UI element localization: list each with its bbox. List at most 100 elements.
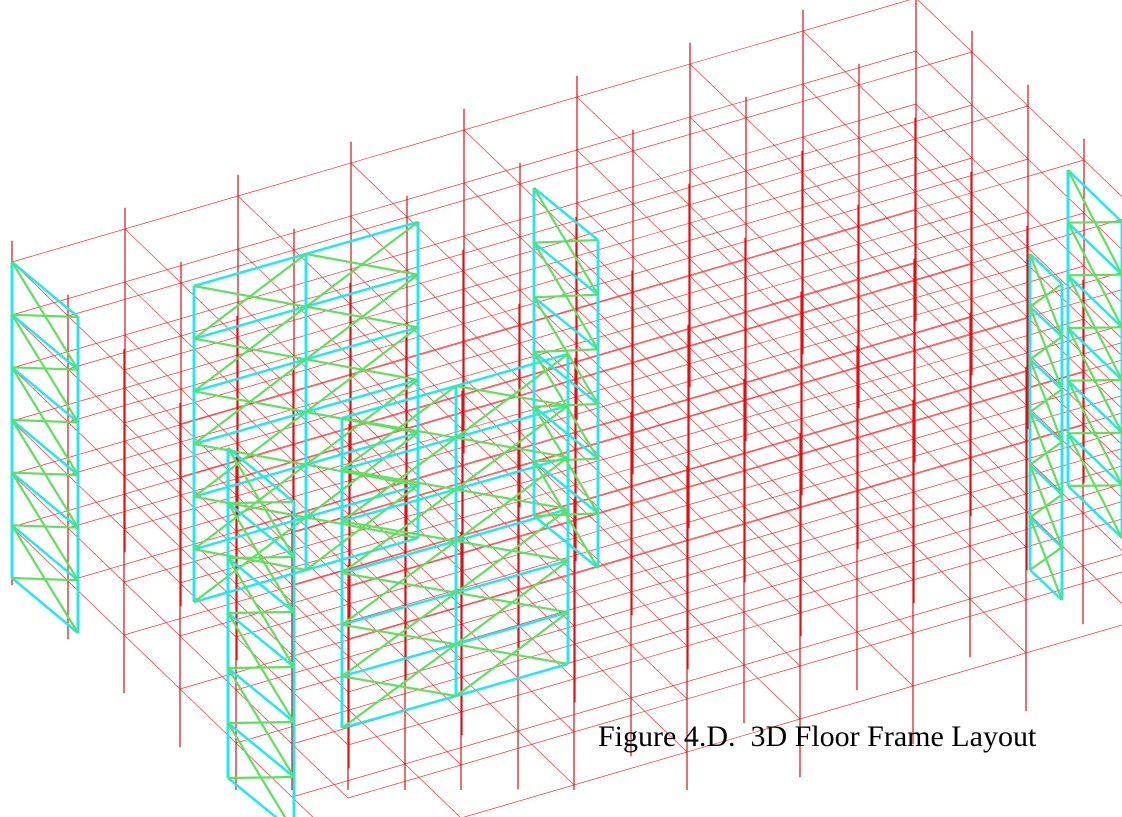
brace-diagonal xyxy=(1067,220,1122,224)
brace-diagonal xyxy=(1029,493,1063,519)
frame-beam xyxy=(305,536,419,572)
brace-diagonal xyxy=(341,385,457,471)
frame-beam xyxy=(305,220,419,256)
brace-diagonal xyxy=(1029,441,1063,466)
frame-beam xyxy=(305,484,419,519)
brace-diagonal xyxy=(305,431,419,519)
frame-beam xyxy=(533,296,599,351)
brace-diagonal xyxy=(533,293,599,299)
brace-diagonal xyxy=(1067,326,1122,330)
brace-diagonal xyxy=(341,488,457,574)
brace-diagonal xyxy=(305,484,419,571)
brace-diagonal xyxy=(1067,484,1122,488)
brace-diagonal xyxy=(11,471,79,477)
frame-beam xyxy=(1067,327,1122,381)
frame-beam xyxy=(455,456,569,491)
frame-beam xyxy=(455,611,569,646)
frame-beam xyxy=(455,559,569,594)
frame-beam xyxy=(227,557,295,613)
frame-beam xyxy=(1029,569,1063,601)
frame-beam xyxy=(533,515,599,569)
brace-diagonal xyxy=(227,720,295,725)
brace-diagonal xyxy=(1067,273,1122,277)
frame-beam xyxy=(1067,169,1122,223)
frame-beam xyxy=(193,305,307,340)
frame-beam xyxy=(1029,411,1063,443)
frame-beam xyxy=(455,404,569,439)
floor-grid-line xyxy=(802,242,1122,552)
brace-diagonal xyxy=(455,456,569,542)
brace-diagonal xyxy=(1067,378,1122,382)
brace-diagonal xyxy=(305,326,419,413)
brace-diagonal xyxy=(193,411,307,498)
brace-diagonal xyxy=(455,559,569,646)
brace-diagonal xyxy=(227,665,295,670)
floor-grid-line xyxy=(347,465,1122,693)
frame-beam xyxy=(11,577,79,634)
brace-diagonal xyxy=(341,436,457,523)
floor-grid-line xyxy=(802,295,1122,605)
frame-beam xyxy=(533,187,599,241)
frame-beam xyxy=(305,273,419,308)
brace-diagonal xyxy=(193,516,307,603)
brace-diagonal xyxy=(455,353,569,439)
frame-beam xyxy=(11,471,79,529)
floor-grid-line xyxy=(347,571,1122,799)
frame-beam xyxy=(341,384,457,420)
frame-beam xyxy=(11,419,79,476)
brace-diagonal xyxy=(305,273,419,361)
brace-diagonal xyxy=(1067,431,1122,435)
brace-diagonal xyxy=(227,500,295,505)
brace-diagonal xyxy=(11,524,79,529)
frame-beam xyxy=(1029,305,1063,338)
frame-beam xyxy=(455,507,569,543)
frame-beam xyxy=(1067,432,1122,487)
brace-diagonal xyxy=(11,418,79,424)
brace-diagonal xyxy=(193,463,307,551)
frame-beam xyxy=(1067,485,1122,539)
frame-beam xyxy=(11,261,79,318)
floor-grid-line xyxy=(463,624,1122,817)
floor-grid-line xyxy=(802,30,1122,340)
floor-grid-line xyxy=(347,518,1122,746)
brace-diagonal xyxy=(11,576,79,582)
frame-beam xyxy=(1067,221,1122,276)
frame-beam xyxy=(455,662,569,698)
brace-diagonal xyxy=(533,402,599,408)
braced-frames xyxy=(10,169,1122,817)
brace-diagonal xyxy=(533,457,599,463)
floor-grid-line xyxy=(235,218,1122,479)
brace-diagonal xyxy=(455,611,569,697)
floor-grid-line xyxy=(802,189,1122,499)
frame-beam xyxy=(341,488,457,523)
frame-beam xyxy=(193,463,307,498)
frame-beam xyxy=(533,405,599,460)
brace-diagonal xyxy=(533,512,599,518)
frame-beam xyxy=(11,313,79,371)
brace-diagonal xyxy=(1029,546,1063,571)
frame-beam xyxy=(1029,253,1063,285)
frame-beam xyxy=(305,326,419,361)
brace-diagonal xyxy=(11,366,79,371)
frame-beam xyxy=(305,431,419,466)
brace-diagonal xyxy=(533,348,599,354)
frame-beam xyxy=(11,366,79,424)
frame-beam xyxy=(1029,463,1063,496)
brace-diagonal xyxy=(227,555,295,560)
brace-diagonal xyxy=(227,610,295,615)
frame-beam xyxy=(341,539,457,575)
frame-beam xyxy=(227,777,278,817)
frame-beam xyxy=(305,378,419,414)
frame-beam xyxy=(227,612,295,668)
frame-beam xyxy=(341,694,457,730)
figure-caption: Figure 4.D. 3D Floor Frame Layout xyxy=(598,720,1037,753)
brace-diagonal xyxy=(533,238,599,244)
frame-beam xyxy=(11,524,79,582)
frame-beam xyxy=(533,351,599,405)
frame-beam xyxy=(533,460,599,515)
floor-grid-line xyxy=(917,0,1122,198)
brace-diagonal xyxy=(193,253,307,340)
frame-beam xyxy=(1029,516,1063,549)
brace-diagonal xyxy=(455,508,569,594)
brace-diagonal xyxy=(1029,388,1063,413)
